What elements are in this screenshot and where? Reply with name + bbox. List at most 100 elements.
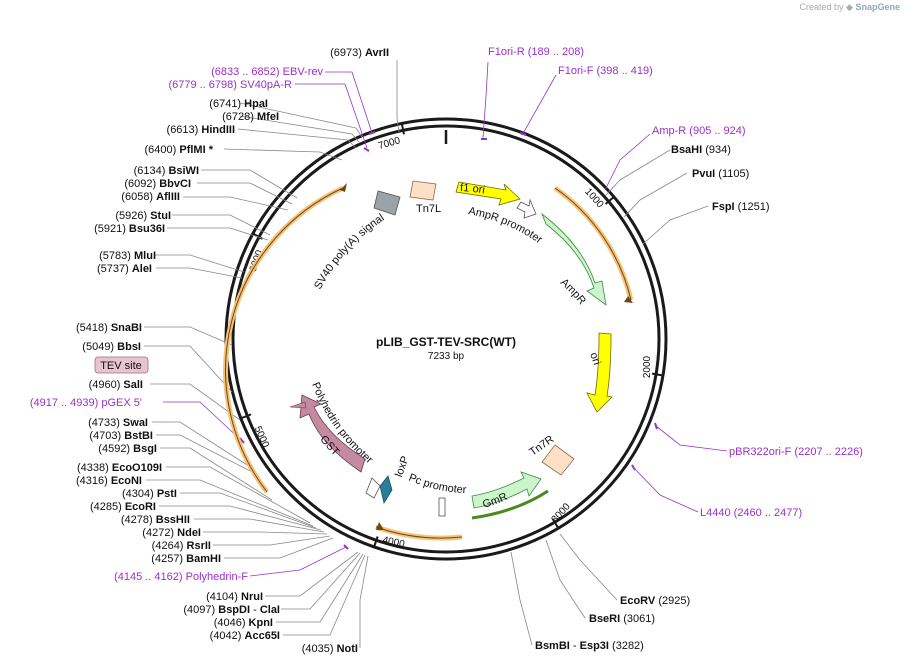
enzyme-label[interactable]: (5737) AleI: [97, 263, 152, 275]
primer-part: (398 .. 419): [597, 65, 653, 77]
enzyme-label[interactable]: (4042) Acc65I: [210, 630, 280, 642]
enzyme-label[interactable]: (6728) MfeI: [222, 111, 279, 123]
enzyme-position: (4272): [142, 527, 177, 539]
enzyme-label[interactable]: EcoRV (2925): [620, 595, 690, 607]
primer-label[interactable]: (4917 .. 4939) pGEX 5': [30, 397, 142, 409]
plasmid-title: pLIB_GST-TEV-SRC(WT) 7233 bp: [376, 335, 516, 362]
primer-label[interactable]: (6779 .. 6798) SV40pA-R: [168, 79, 292, 91]
enzyme-name: BseRI: [589, 613, 620, 625]
tn7l-label: Tn7L: [416, 203, 441, 215]
enzyme-position: (1105): [715, 168, 749, 180]
ampr-label: AmpR: [558, 276, 588, 307]
enzyme-position: (6741): [209, 98, 244, 110]
enzyme-position: (4278): [121, 514, 156, 526]
enzyme-label[interactable]: (4035) NotI: [302, 643, 358, 655]
enzyme-label[interactable]: PvuI (1105): [692, 168, 749, 180]
enzyme-label[interactable]: (5418) SnaBI: [76, 322, 142, 334]
primer-label[interactable]: (6833 .. 6852) EBV-rev: [211, 66, 323, 78]
primer-label[interactable]: F1ori-F (398 .. 419): [558, 65, 653, 77]
enzyme-position: (4960): [89, 379, 124, 391]
enzyme-label[interactable]: (4960) SalI: [89, 379, 143, 391]
enzyme-position: (4592): [98, 443, 133, 455]
enzyme-label[interactable]: (6613) HindIII: [167, 124, 235, 136]
tick-mark-4000: [372, 536, 379, 549]
enzyme-name: BssHII: [156, 514, 190, 526]
svg-text:Pc promoter: Pc promoter: [407, 472, 467, 496]
enzyme-name: AvrII: [365, 47, 389, 59]
enzyme-label[interactable]: (4285) EcoRI: [90, 501, 156, 513]
pc-promoter-label: Pc promoter: [407, 472, 467, 496]
enzyme-name: EcoNI: [111, 475, 142, 487]
enzyme-label[interactable]: (6400) PflMI *: [145, 144, 214, 156]
enzyme-name: BsmBI: [535, 640, 570, 652]
tick-mark-2000: [651, 372, 665, 377]
enzyme-label[interactable]: FspI (1251): [712, 201, 769, 213]
snapgene-credit: Created by ◆ SnapGene: [800, 2, 901, 13]
enzyme-label[interactable]: (5049) BbsI: [82, 341, 141, 353]
enzyme-label[interactable]: (5921) Bsu36I: [94, 223, 165, 235]
enzyme-position: (4285): [90, 501, 125, 513]
feature-gst[interactable]: GST: [299, 394, 366, 473]
primer-label[interactable]: Amp-R (905 .. 924): [652, 125, 746, 137]
enzyme-label[interactable]: (5926) StuI: [115, 210, 171, 222]
enzyme-name: EcoRI: [125, 501, 156, 513]
svg-text:ori: ori: [587, 351, 602, 367]
enzyme-label[interactable]: (4703) BstBI: [89, 430, 153, 442]
feature-f1-ori[interactable]: f1 ori: [455, 181, 521, 206]
feature-gmr[interactable]: GmR: [471, 471, 549, 520]
enzyme-name: NotI: [337, 643, 358, 655]
feature-sv40-polya[interactable]: SV40 poly(A) signal: [312, 190, 401, 291]
enzyme-label[interactable]: (4257) BamHI: [151, 553, 221, 565]
enzyme-label[interactable]: (6058) AflIII: [121, 191, 180, 203]
enzyme-label[interactable]: (6134) BsiWI: [134, 165, 199, 177]
enzyme-label[interactable]: (4097) BspDI - ClaI: [183, 604, 280, 616]
primer-part: EBV-rev: [283, 66, 324, 78]
primer-part: Amp-R: [652, 125, 686, 137]
enzyme-label[interactable]: (6973) AvrII: [330, 47, 389, 59]
tev-site-badge[interactable]: TEV site: [94, 356, 149, 374]
primer-part: (6779 .. 6798): [168, 79, 237, 91]
enzyme-label[interactable]: BsmBI - Esp3I (3282): [535, 640, 644, 652]
enzyme-position: (4097): [183, 604, 218, 616]
feature-tev-site-marker[interactable]: [289, 401, 307, 409]
enzyme-label[interactable]: (4046) KpnI: [214, 617, 273, 629]
primer-label[interactable]: L4440 (2460 .. 2477): [700, 507, 802, 519]
primer-part: (4145 .. 4162): [114, 571, 183, 583]
feature-loxp[interactable]: loxP: [379, 454, 412, 505]
enzyme-label[interactable]: (4733) SwaI: [88, 417, 148, 429]
tick-label-1000: 1000: [582, 186, 605, 210]
enzyme-label[interactable]: (4338) EcoO109I: [77, 462, 162, 474]
enzyme-label[interactable]: (4278) BssHII: [121, 514, 190, 526]
enzyme-label[interactable]: BsaHI (934): [671, 144, 731, 156]
tick-mark-1000: [604, 195, 616, 205]
enzyme-label[interactable]: (6741) HpaI: [209, 98, 268, 110]
enzyme-label[interactable]: (4272) NdeI: [142, 527, 201, 539]
enzyme-position: (2925): [655, 595, 690, 607]
feature-pc-promoter[interactable]: Pc promoter: [407, 472, 467, 517]
feature-ampr-promoter[interactable]: AmpR promoter: [467, 198, 545, 246]
enzyme-label[interactable]: (5783) MluI: [99, 250, 156, 262]
feature-tn7r[interactable]: Tn7R: [527, 433, 575, 476]
primer-label[interactable]: (4145 .. 4162) Polyhedrin-F: [114, 571, 248, 583]
primer-part: pBR322ori-F: [729, 446, 792, 458]
feature-ori[interactable]: ori: [586, 332, 613, 413]
primer-label[interactable]: pBR322ori-F (2207 .. 2226): [729, 446, 863, 458]
enzyme-name: PvuI: [692, 168, 715, 180]
enzyme-label[interactable]: (6092) BbvCI: [124, 178, 191, 190]
enzyme-label[interactable]: (4316) EcoNI: [76, 475, 142, 487]
enzyme-label[interactable]: (4592) BsgI: [98, 443, 157, 455]
primer-part: (4917 .. 4939): [30, 397, 99, 409]
enzyme-label[interactable]: BseRI (3061): [589, 613, 655, 625]
tick-mark-5000: [239, 413, 252, 420]
credit-brand: SnapGene: [855, 2, 900, 12]
primer-label[interactable]: F1ori-R (189 .. 208): [488, 46, 584, 58]
enzyme-position: -: [570, 640, 580, 652]
enzyme-label[interactable]: (4264) RsrII: [152, 540, 211, 552]
enzyme-name: HpaI: [244, 98, 268, 110]
feature-tn7l[interactable]: Tn7L: [409, 180, 441, 215]
primer-part: SV40pA-R: [240, 79, 292, 91]
enzyme-label[interactable]: (4304) PstI: [122, 488, 177, 500]
enzyme-name: SnaBI: [111, 322, 142, 334]
enzyme-label[interactable]: (4104) NruI: [206, 591, 263, 603]
